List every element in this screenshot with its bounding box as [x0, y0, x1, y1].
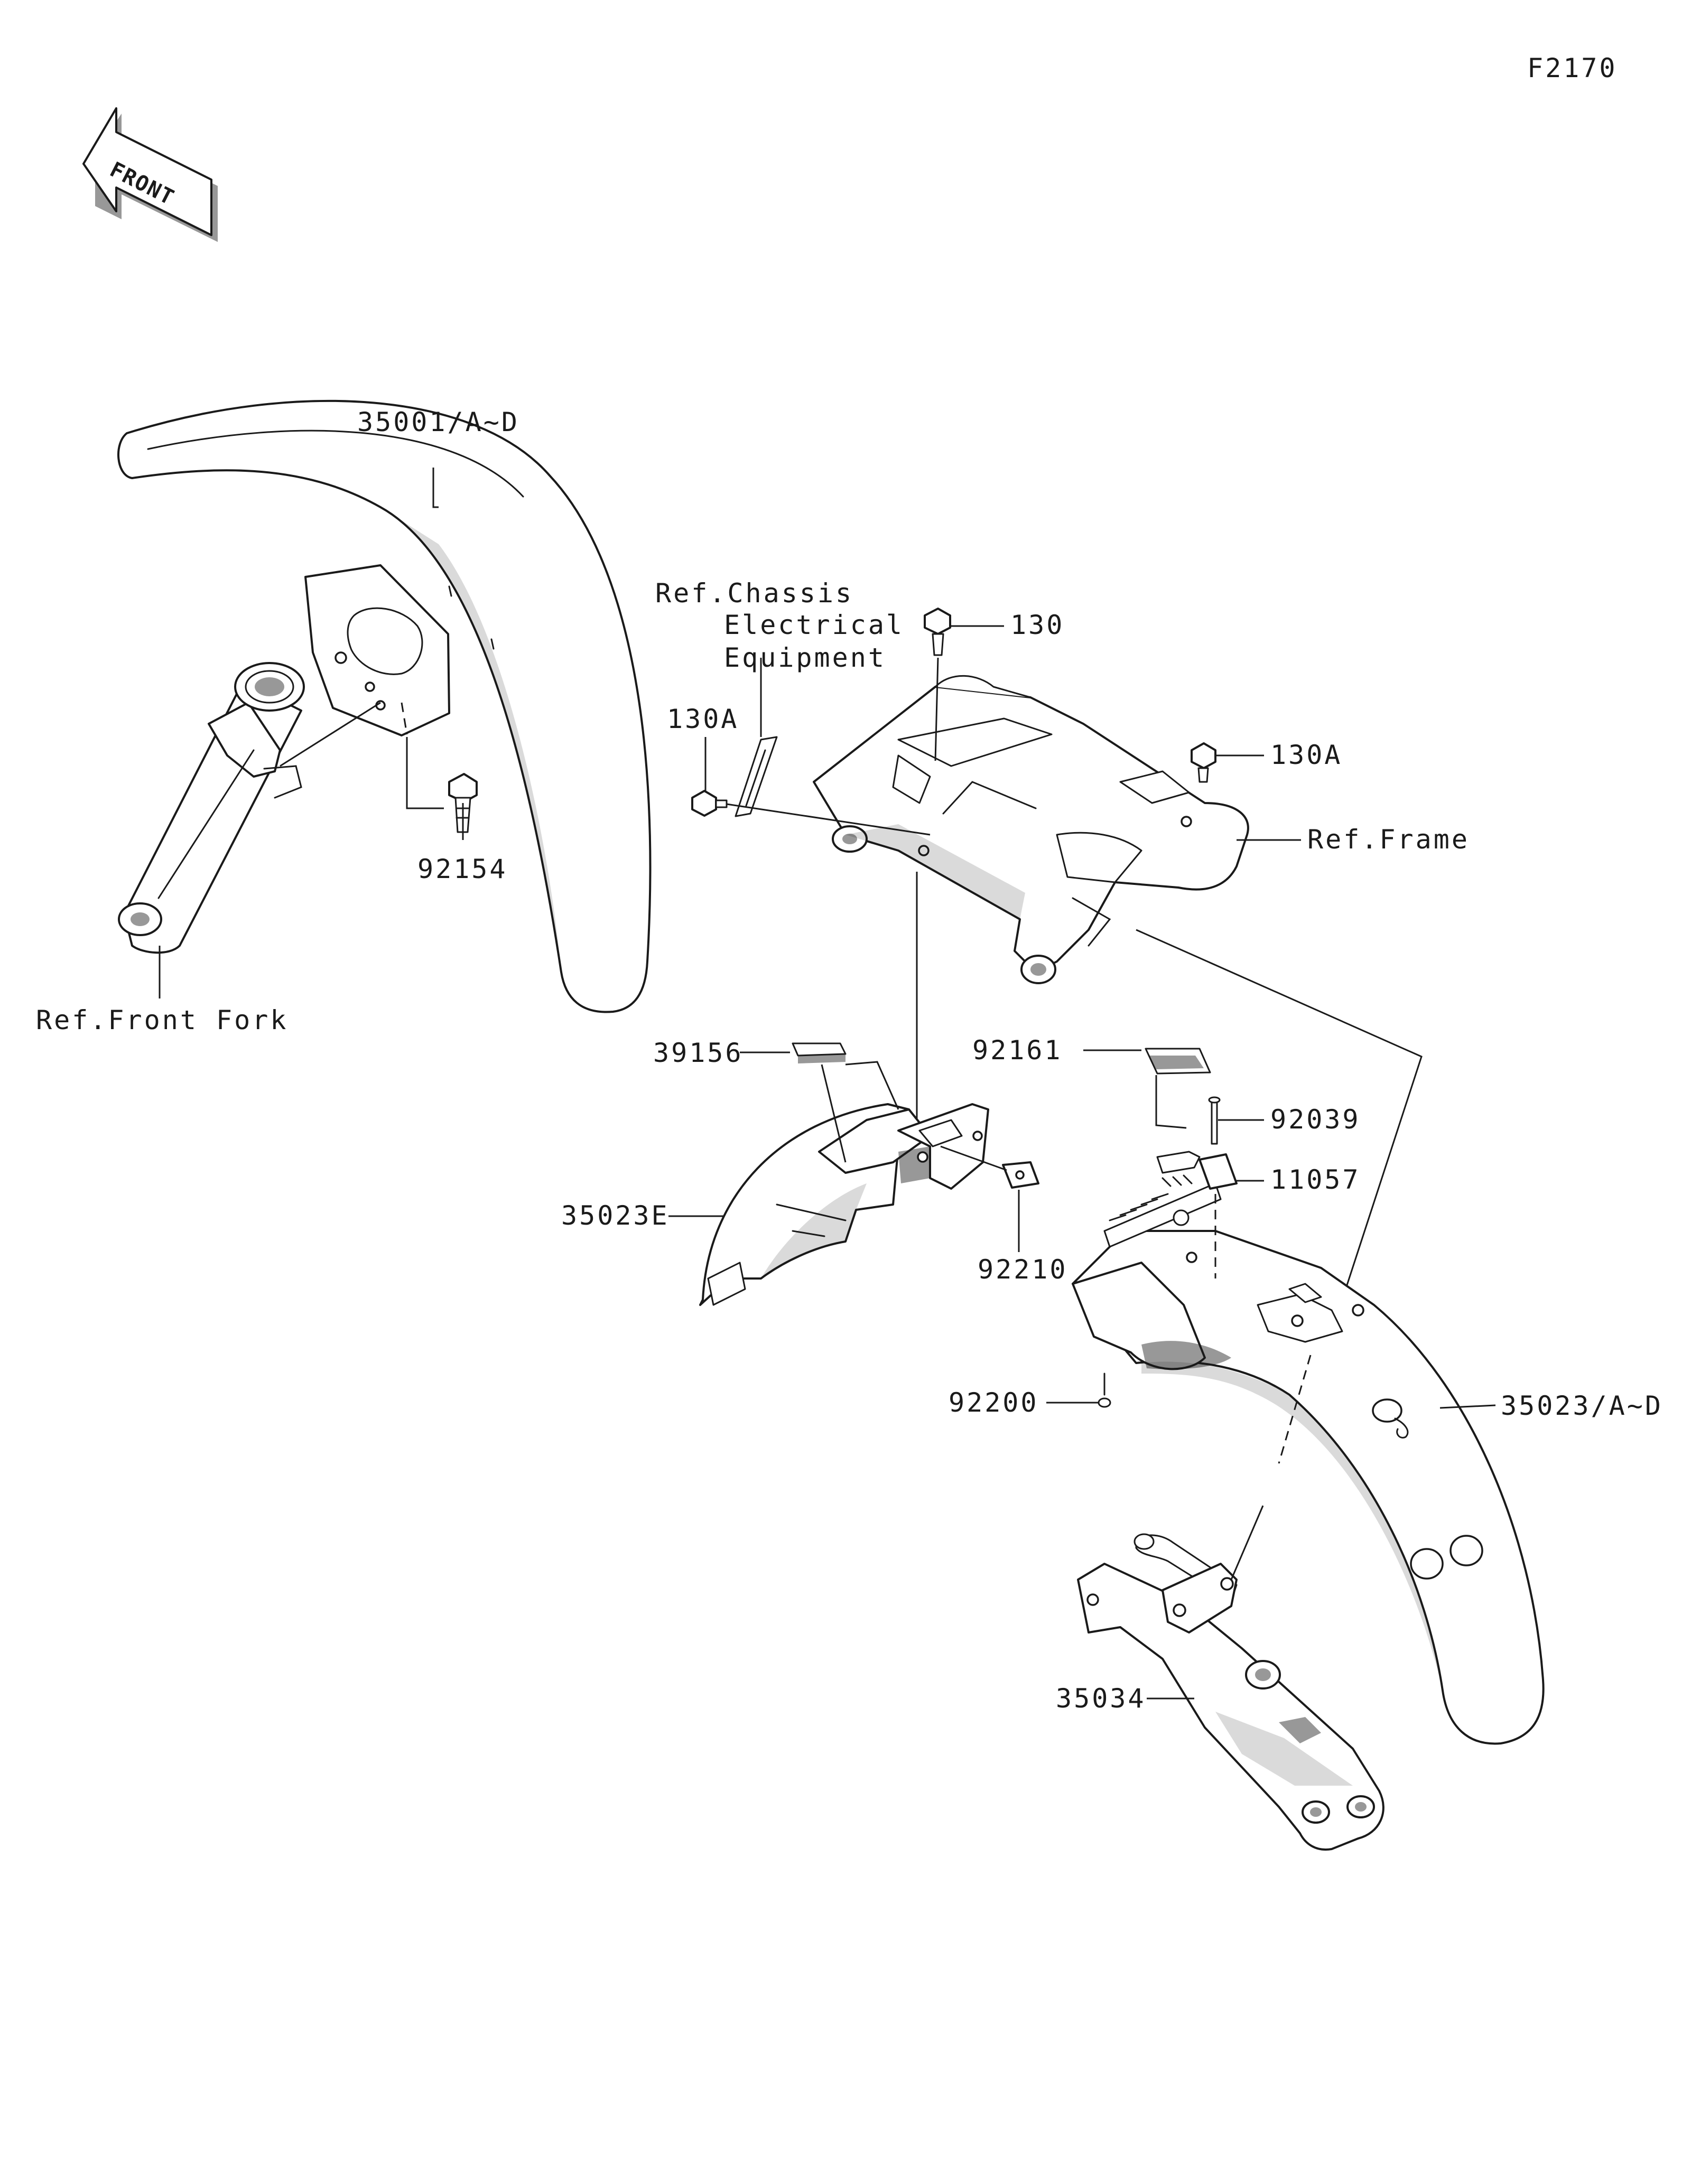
- diagram-code: F2170: [1527, 53, 1618, 83]
- label-rear-fender: 35023/A~D: [1501, 1390, 1663, 1421]
- label-bolt-130: 130: [1010, 610, 1064, 640]
- screw-92039-icon: [1208, 1096, 1221, 1145]
- ref-chassis-strap-icon: [735, 736, 778, 817]
- front-fork: [118, 662, 305, 954]
- rear-fender-front-35023E[interactable]: [699, 1103, 989, 1306]
- label-front-fender: 35001/A~D: [357, 407, 519, 437]
- clamp-11057-icon: [1156, 1151, 1238, 1190]
- label-ref-chassis-line2: Electrical: [724, 610, 904, 640]
- label-ref-chassis-line3: Equipment: [724, 642, 886, 673]
- bolt-130-icon: [924, 608, 951, 656]
- fender-hole-icon: [1372, 1398, 1402, 1423]
- fender-hole-icon: [1450, 1535, 1483, 1566]
- nut-92210-icon: [1002, 1161, 1039, 1189]
- fender-hole-icon: [1410, 1548, 1444, 1580]
- frame-reference: [813, 675, 1249, 984]
- label-clamp-11057: 11057: [1270, 1164, 1361, 1195]
- front-direction-arrow: FRONT: [82, 107, 218, 242]
- label-nut-92210: 92210: [978, 1254, 1068, 1285]
- label-ref-frame: Ref.Frame: [1307, 824, 1470, 855]
- front-fender-35001[interactable]: [117, 399, 652, 1013]
- rear-fender-35023[interactable]: [1072, 1182, 1545, 1745]
- bolt-130a-left-icon: [691, 790, 728, 817]
- label-bolt-130a-left: 130A: [667, 704, 739, 734]
- pad-39156-icon: [792, 1042, 847, 1063]
- label-ref-front-fork: Ref.Front Fork: [36, 1005, 288, 1035]
- label-pad-92161: 92161: [972, 1035, 1063, 1066]
- label-ref-chassis-line1: Ref.Chassis: [655, 578, 853, 609]
- label-rear-fender-front: 35023E: [561, 1200, 670, 1231]
- label-clip-92200: 92200: [949, 1387, 1039, 1418]
- bolt-hole-icon: [365, 682, 375, 692]
- label-fender-stay: 35034: [1056, 1683, 1146, 1714]
- label-screw-92039: 92039: [1270, 1104, 1361, 1135]
- label-pad-39156: 39156: [653, 1038, 744, 1068]
- pad-92161-icon: [1145, 1048, 1211, 1075]
- label-bolt-130a-right: 130A: [1270, 740, 1342, 770]
- bolt-130a-right-icon: [1191, 742, 1216, 783]
- fender-stay-35034[interactable]: [1077, 1533, 1385, 1851]
- bolt-hole-icon: [335, 651, 347, 664]
- clip-92200-icon: [1098, 1373, 1111, 1408]
- label-bolt-92154: 92154: [417, 854, 508, 884]
